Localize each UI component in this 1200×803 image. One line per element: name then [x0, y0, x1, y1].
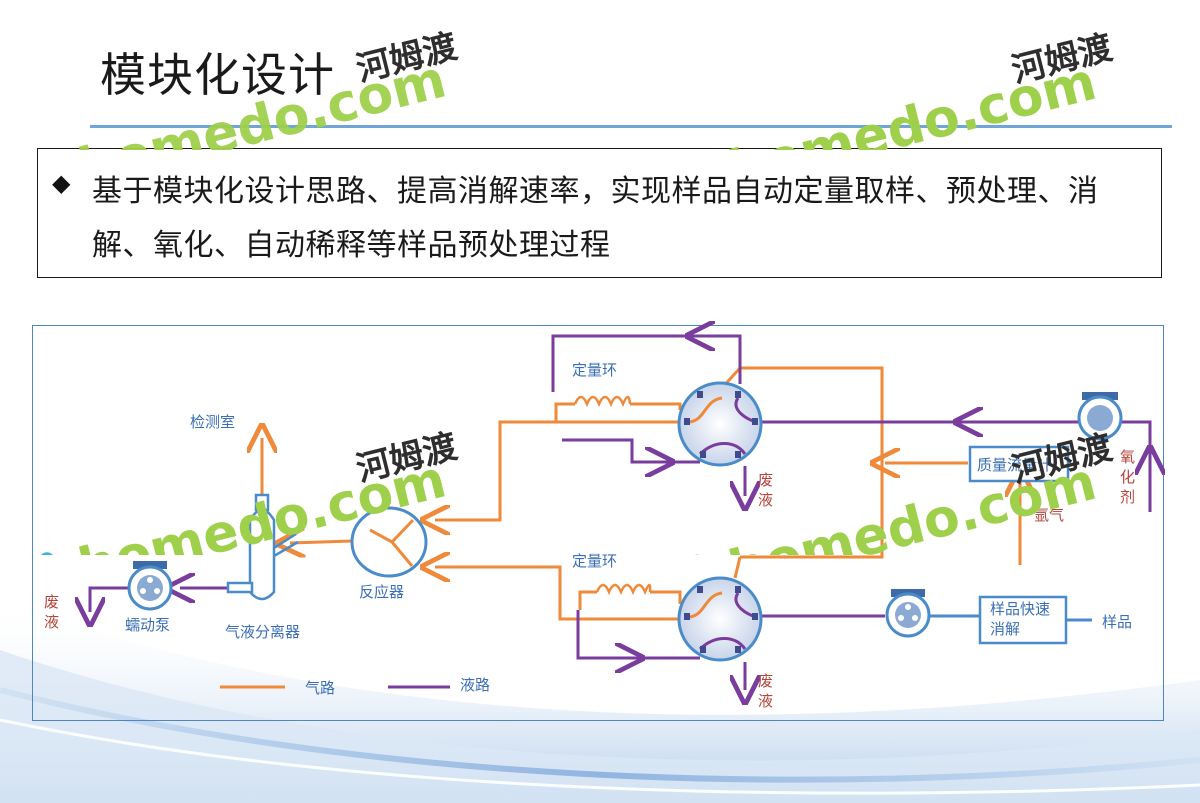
label-argon: 氩气	[1034, 506, 1064, 524]
label-detection-room: 检测室	[190, 413, 235, 431]
label-quant-loop-top: 定量环	[572, 361, 617, 379]
bullet-diamond-icon: ◆	[52, 169, 71, 197]
label-waste-bottom: 废液	[758, 672, 773, 710]
gas-liquid-separator	[226, 493, 299, 601]
label-gas-liquid-separator: 气液分离器	[225, 623, 300, 641]
label-legend-liquid: 液路	[460, 676, 490, 694]
peristaltic-pump-oxidant	[1077, 392, 1123, 441]
diagram-frame	[32, 325, 1164, 721]
label-sample: 样品	[1102, 613, 1132, 631]
quant-loop-coil-top	[573, 395, 632, 408]
sample-digestion-box	[978, 595, 1068, 645]
liquid-lines	[90, 336, 1150, 690]
label-reactor: 反应器	[359, 583, 404, 601]
label-waste-left: 废液	[44, 593, 59, 631]
label-waste-top: 废液	[758, 471, 773, 509]
reactor	[350, 506, 428, 578]
peristaltic-pump-sample	[885, 589, 931, 638]
sample-lines	[930, 614, 1092, 622]
label-legend-gas: 气路	[305, 679, 335, 697]
mass-flow-meter-box	[968, 445, 1070, 483]
peristaltic-pump-left	[127, 561, 173, 611]
six-port-valve-top	[677, 381, 763, 467]
label-peristaltic-pump: 蠕动泵	[125, 616, 170, 634]
label-quant-loop-bottom: 定量环	[572, 552, 617, 570]
bullet-text: 基于模块化设计思路、提高消解速率，实现样品自动定量取样、预处理、消解、氧化、自动…	[92, 174, 1099, 263]
label-sample-digestion: 样品快速消解	[990, 600, 1050, 638]
label-mass-flow-meter: 质量流量计	[977, 456, 1052, 474]
slide-title: 模块化设计	[100, 48, 335, 102]
gas-lines	[262, 366, 1020, 621]
six-port-valve-bottom	[677, 576, 763, 662]
label-oxidant: 氧化剂	[1120, 448, 1135, 506]
title-underline	[90, 125, 1172, 128]
background-swoosh	[0, 600, 1200, 803]
quant-loop-coil-bottom	[595, 583, 652, 596]
bullet-box: ◆ 基于模块化设计思路、提高消解速率，实现样品自动定量取样、预处理、消解、氧化、…	[37, 148, 1162, 278]
